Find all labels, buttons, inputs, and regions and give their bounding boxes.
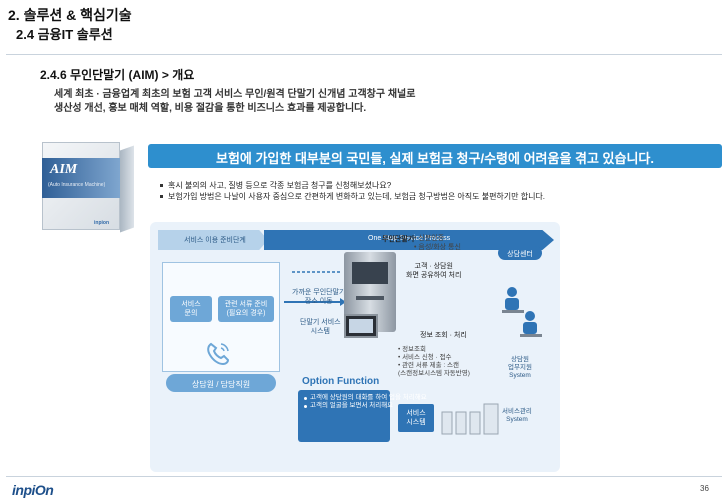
highlight-banner: 보험에 가입한 대부분의 국민들, 실제 보험금 청구/수령에 어려움을 겪고 … [148, 144, 722, 168]
option-list: 고객에 상담원의 대화를 하여 업을 처리해요 고객의 얼굴을 보면서 처리해요 [304, 394, 427, 410]
option-item: 고객의 얼굴을 보면서 처리해요 [304, 402, 427, 410]
kiosk-system-label: 단말기 서비스 시스템 [300, 318, 341, 336]
agent-support-system: 상담원 업무지원 System [508, 356, 532, 380]
terminal-image [344, 314, 378, 338]
system-line: 서비스관리 [502, 408, 532, 415]
info-process-label: 정보 조회 · 처리 [420, 332, 467, 339]
connector-arrows [284, 271, 346, 306]
banner-text: 보험에 가입한 대부분의 국민들, 실제 보험금 청구/수령에 어려움을 겪고 … [215, 151, 655, 166]
info-item: • 관련 서류 제출 : 스캔 [398, 362, 459, 369]
system-line: 상담원 [510, 356, 529, 363]
move-to-kiosk-label: 가까운 무인단말기 장소 이동 [292, 288, 345, 306]
box-band [42, 158, 120, 198]
screen-share-text: 고객 · 상담원 화면 공유하여 처리 [406, 262, 461, 280]
page-title: 2. 솔루션 & 핵심기술 [8, 7, 132, 23]
label-line: 단말기 서비스 [300, 319, 341, 326]
label-line: 장소 이동 [304, 298, 333, 305]
kiosk-screen [352, 262, 388, 284]
page-subtitle: 2.4 금융IT 솔루션 [16, 27, 113, 42]
consult-line: 고객 · 상담원 [414, 263, 453, 270]
page-number: 36 [700, 484, 709, 493]
call-center-badge: 상담센터 [498, 246, 542, 260]
pill-line: 관련 서류 준비 [224, 301, 268, 308]
header-divider [6, 54, 722, 55]
intro-text: 세계 최초 · 금융업계 최초의 보험 고객 서비스 무인/원격 단말기 신개념… [54, 88, 415, 116]
slide-header: 2. 솔루션 & 핵심기술 2.4 금융IT 솔루션 [0, 0, 728, 64]
kiosk-feature: • 음성/화상 통신 [414, 244, 461, 251]
info-item: (스캔정보시스템 자동반영) [398, 370, 470, 377]
label-line: 시스템 [310, 328, 330, 335]
section-heading: 2.4.6 무인단말기 (AIM) > 개요 [40, 68, 195, 82]
phone-icon [207, 342, 230, 366]
product-box-image: AIM (Auto Insurance Machine) inpion [32, 134, 140, 234]
info-item: • 정보조회 [398, 346, 427, 353]
bullet-list: 혹시 불의의 사고, 질병 등으로 각종 보험금 청구를 신청해보셨나요? 보험… [160, 180, 545, 202]
bullet-item: 보험가입 방법은 나날이 사용자 중심으로 간편하게 변화하고 있는데, 보험금… [160, 191, 545, 202]
kiosk-slot [356, 296, 384, 300]
option-function-box [298, 390, 390, 442]
info-item: • 서비스 신청 · 접수 [398, 354, 452, 361]
footer-divider [6, 476, 722, 477]
service-inquiry-pill: 서비스 문의 [170, 296, 212, 322]
flow-arrow-prep [158, 230, 268, 250]
intro-line: 생산성 개선, 홍보 매체 역할, 비용 절감을 통한 비즈니스 효과를 제공합… [54, 103, 367, 114]
label-line: 가까운 무인단말기 [292, 289, 346, 296]
pill-line: 서비스 [181, 301, 201, 308]
badge-line: 시스템 [406, 419, 426, 426]
box-side [120, 145, 134, 233]
consult-line: 화면 공유하여 처리 [406, 272, 462, 279]
pill-line: (필요의 경우) [226, 310, 266, 317]
info-list: • 정보조회 • 서비스 신청 · 접수 • 관련 서류 제출 : 스캔 (스캔… [398, 346, 470, 378]
option-item: 고객에 상담원의 대화를 하여 업을 처리해요 [304, 394, 427, 402]
terminal-screen [349, 319, 373, 333]
system-line: System [506, 416, 528, 423]
badge-line: 서비스 [406, 410, 426, 417]
product-brand: inpion [94, 220, 109, 226]
product-subtitle: (Auto Insurance Machine) [48, 182, 106, 188]
agents-icon [502, 287, 542, 337]
service-system-badge: 서비스 시스템 [398, 404, 434, 432]
intro-line: 세계 최초 · 금융업계 최초의 보험 고객 서비스 무인/원격 단말기 신개념… [54, 89, 416, 100]
pill-line: 문의 [184, 310, 198, 317]
agent-pill: 상담원 / 담당직원 [166, 374, 276, 392]
flow-arrow-onestop [264, 230, 554, 250]
kiosk-feature: • 신분인증 [414, 235, 445, 242]
kiosk-features: • 신분인증 • 음성/화상 통신 [414, 234, 461, 252]
header-bar [0, 0, 728, 40]
kiosk-title: 무인단말기 [382, 236, 415, 243]
bullet-item: 혹시 불의의 사고, 질병 등으로 각종 보험금 청구를 신청해보셨나요? [160, 180, 545, 191]
option-function-title: Option Function [302, 376, 380, 387]
system-line: 업무지원 [508, 364, 532, 371]
flow-onestop-label: One Stop Service Process [368, 235, 451, 242]
product-logo: AIM [50, 162, 78, 177]
servers-icon [441, 403, 499, 435]
system-line: System [509, 372, 531, 379]
docs-prep-pill: 관련 서류 준비 (필요의 경우) [218, 296, 274, 322]
company-logo: inpiOn [12, 482, 54, 498]
service-mgmt-system: 서비스관리 System [502, 408, 532, 424]
flow-arrow: 서비스 이용 준비단계 One Stop Service Process [158, 230, 554, 250]
flow-prep-label: 서비스 이용 준비단계 [184, 237, 246, 244]
